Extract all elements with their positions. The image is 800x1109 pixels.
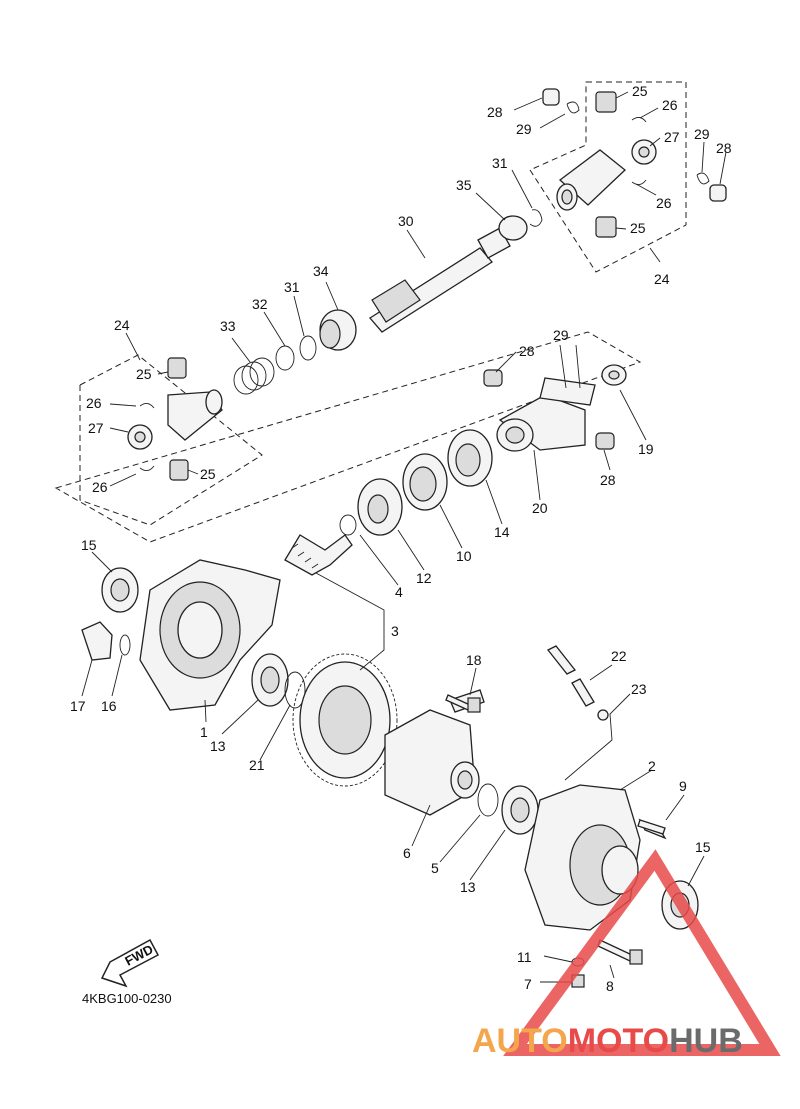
pinion-gear [284,534,353,576]
callout-25: 25 [630,220,646,236]
watermark-moto: MOTO [568,1022,669,1060]
seal-bearing-stack [339,429,493,536]
callout-21: 21 [249,757,265,773]
callout-1: 1 [200,724,208,740]
callout-14: 14 [494,524,510,540]
callout-5: 5 [431,860,439,876]
leader-lines [81,91,727,983]
drive-coupling [483,364,627,452]
callout-9: 9 [679,778,687,794]
callout-20: 20 [532,500,548,516]
callout-24: 24 [654,271,670,287]
housing-right [524,784,699,931]
bearing-right [477,783,539,835]
callout-27: 27 [664,129,680,145]
callout-31: 31 [284,279,300,295]
callout-25: 25 [136,366,152,382]
callout-23: 23 [631,681,647,697]
drawing-code: 4KBG100-0230 [82,991,172,1006]
callout-3: 3 [391,623,399,639]
callout-25: 25 [632,83,648,99]
callout-26: 26 [662,97,678,113]
callout-7: 7 [524,976,532,992]
callout-12: 12 [416,570,432,586]
callout-27: 27 [88,420,104,436]
group-box-24-upper [529,81,687,273]
shaft-spring-set [233,309,357,395]
callout-25: 25 [200,466,216,482]
callout-15: 15 [695,839,711,855]
dowel-pins [546,645,609,721]
callout-18: 18 [466,652,482,668]
callout-26: 26 [656,195,672,211]
callout-24: 24 [114,317,130,333]
watermark-hub: HUB [669,1022,743,1060]
callout-17: 17 [70,698,86,714]
callout-31: 31 [492,155,508,171]
callout-35: 35 [456,177,472,193]
forward-arrow-icon: FWD [100,938,160,988]
callout-34: 34 [313,263,329,279]
callout-4: 4 [395,584,403,600]
callout-29: 29 [516,121,532,137]
automotohub-watermark: AUTOMOTOHUB [472,849,781,1060]
upper-universal-joint [542,88,727,238]
group-box-24-lower [79,354,263,526]
callout-28: 28 [487,104,503,120]
callout-28: 28 [519,343,535,359]
watermark-text: AUTOMOTOHUB [472,1022,743,1060]
callout-29: 29 [694,126,710,142]
housing-left [81,559,281,711]
callout-8: 8 [606,978,614,994]
callout-30: 30 [398,213,414,229]
callout-19: 19 [638,441,654,457]
drive-shaft [369,209,543,333]
callout-11: 11 [517,949,532,965]
callout-15: 15 [81,537,97,553]
callout-32: 32 [252,296,268,312]
callout-16: 16 [101,698,117,714]
callout-10: 10 [456,548,472,564]
warning-triangle-icon [503,849,781,1056]
ring-gear [292,653,398,787]
bearing-shim-left [251,653,306,709]
callout-2: 2 [648,758,656,774]
callout-28: 28 [600,472,616,488]
lower-universal-joint [127,357,223,481]
callout-13: 13 [460,879,476,895]
callout-13: 13 [210,738,226,754]
callout-26: 26 [86,395,102,411]
callout-28: 28 [716,140,732,156]
callout-29: 29 [553,327,569,343]
callout-numbers: 28 29 25 26 27 29 28 31 35 26 25 24 30 3… [70,83,732,994]
callout-6: 6 [403,845,411,861]
group-box-shaft [54,331,642,543]
watermark-auto: AUTO [472,1022,568,1060]
callout-26: 26 [92,479,108,495]
callout-33: 33 [220,318,236,334]
callout-22: 22 [611,648,627,664]
differential-unit [384,689,485,816]
